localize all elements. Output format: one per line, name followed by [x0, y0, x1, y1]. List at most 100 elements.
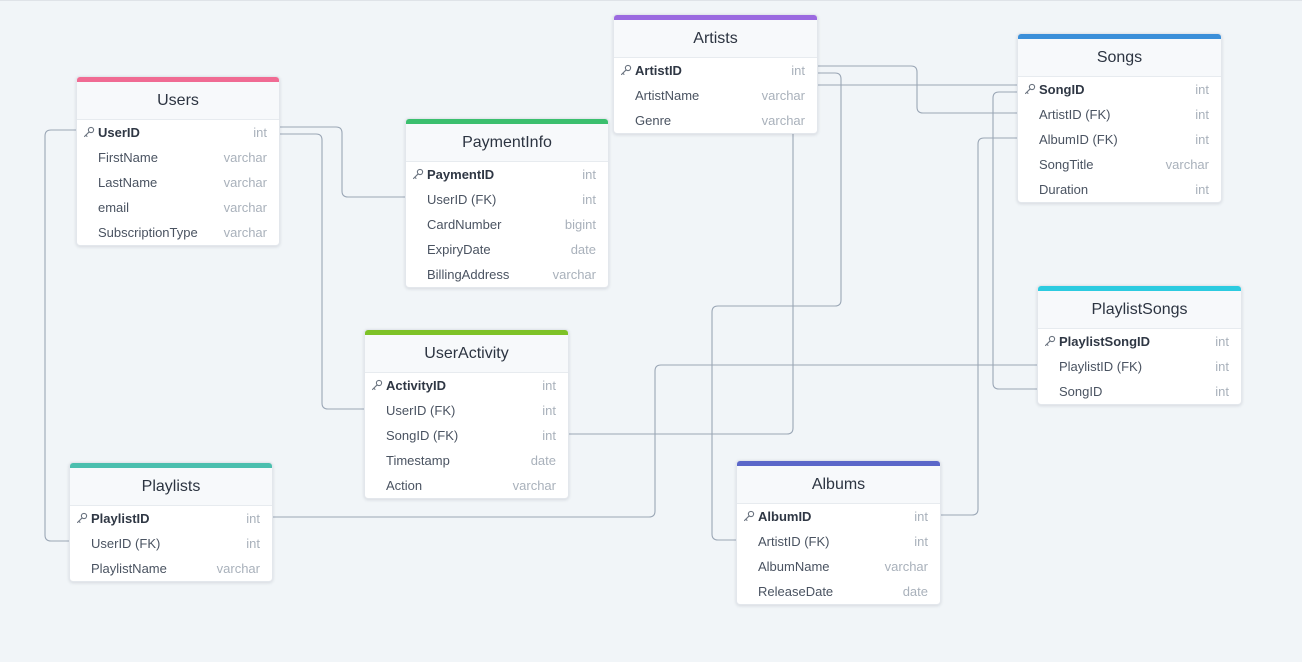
- column-name: Timestamp: [386, 453, 450, 468]
- column-name: PlaylistName: [91, 561, 167, 576]
- column-row[interactable]: ExpiryDate date: [406, 237, 608, 262]
- column-row[interactable]: SubscriptionType varchar: [77, 220, 279, 245]
- column-type: int: [1215, 359, 1229, 374]
- table-title[interactable]: Playlists: [70, 468, 272, 506]
- table-title[interactable]: Artists: [614, 20, 817, 58]
- column-type: date: [570, 242, 596, 257]
- column-type: int: [1195, 182, 1209, 197]
- column-name: SongID (FK): [386, 428, 459, 443]
- column-row[interactable]: UserID (FK) int: [406, 187, 608, 212]
- column-name: ArtistID (FK): [1039, 107, 1111, 122]
- column-name: PlaylistID (FK): [1059, 359, 1143, 374]
- column-name: AlbumID (FK): [1039, 132, 1118, 147]
- column-row[interactable]: PlaylistID (FK) int: [1038, 354, 1241, 379]
- column-row[interactable]: AlbumID (FK)int: [1018, 127, 1221, 152]
- column-type: varchar: [223, 225, 267, 240]
- primary-key-row[interactable]: ArtistID int: [614, 58, 817, 83]
- column-type: int: [1215, 384, 1229, 399]
- column-name: SubscriptionType: [98, 225, 198, 240]
- connector-users-useractivity: [280, 133, 364, 410]
- column-row[interactable]: SongID (FK)int: [365, 423, 568, 448]
- key-icon: [412, 168, 424, 180]
- column-row[interactable]: ArtistID (FK)int: [1018, 102, 1221, 127]
- column-name: SongTitle: [1039, 157, 1094, 172]
- column-type: int: [1215, 334, 1229, 349]
- table-accent-bar: [1018, 34, 1221, 39]
- table-accent-bar: [77, 77, 279, 82]
- column-type: int: [542, 403, 556, 418]
- column-type: varchar: [552, 267, 596, 282]
- column-row[interactable]: ArtistID (FK)int: [737, 529, 940, 554]
- column-type: varchar: [884, 559, 928, 574]
- column-name: SongID: [1059, 384, 1103, 399]
- column-name: ArtistID: [635, 63, 682, 78]
- column-name: email: [98, 200, 130, 215]
- connector-artists-songs: [818, 65, 1018, 114]
- key-icon: [1024, 83, 1036, 95]
- column-type: varchar: [223, 150, 267, 165]
- column-type: int: [791, 63, 805, 78]
- column-row[interactable]: email varchar: [77, 195, 279, 220]
- column-type: int: [1195, 82, 1209, 97]
- column-name: ArtistID (FK): [758, 534, 830, 549]
- table-accent-bar: [406, 119, 608, 124]
- column-type: varchar: [512, 478, 556, 493]
- column-type: varchar: [223, 200, 267, 215]
- column-row[interactable]: SongID int: [1038, 379, 1241, 404]
- table-title[interactable]: Albums: [737, 466, 940, 504]
- column-type: int: [246, 511, 260, 526]
- column-row[interactable]: UserID (FK)int: [70, 531, 272, 556]
- connector-songs-useractivity: [568, 84, 1018, 435]
- table-title[interactable]: UserActivity: [365, 335, 568, 373]
- top-border: [0, 0, 1302, 1]
- column-type: varchar: [761, 113, 805, 128]
- column-type: int: [542, 378, 556, 393]
- column-type: varchar: [761, 88, 805, 103]
- table-title[interactable]: Songs: [1018, 39, 1221, 77]
- column-type: varchar: [216, 561, 260, 576]
- table-title[interactable]: PaymentInfo: [406, 124, 608, 162]
- column-row[interactable]: UserID (FK)int: [365, 398, 568, 423]
- table-title[interactable]: PlaylistSongs: [1038, 291, 1241, 329]
- key-icon: [83, 126, 95, 138]
- key-icon: [76, 512, 88, 524]
- column-type: int: [582, 192, 596, 207]
- column-row[interactable]: PlaylistName varchar: [70, 556, 272, 581]
- column-type: varchar: [223, 175, 267, 190]
- column-name: UserID (FK): [427, 192, 497, 207]
- table-title[interactable]: Users: [77, 82, 279, 120]
- column-name: ExpiryDate: [427, 242, 491, 257]
